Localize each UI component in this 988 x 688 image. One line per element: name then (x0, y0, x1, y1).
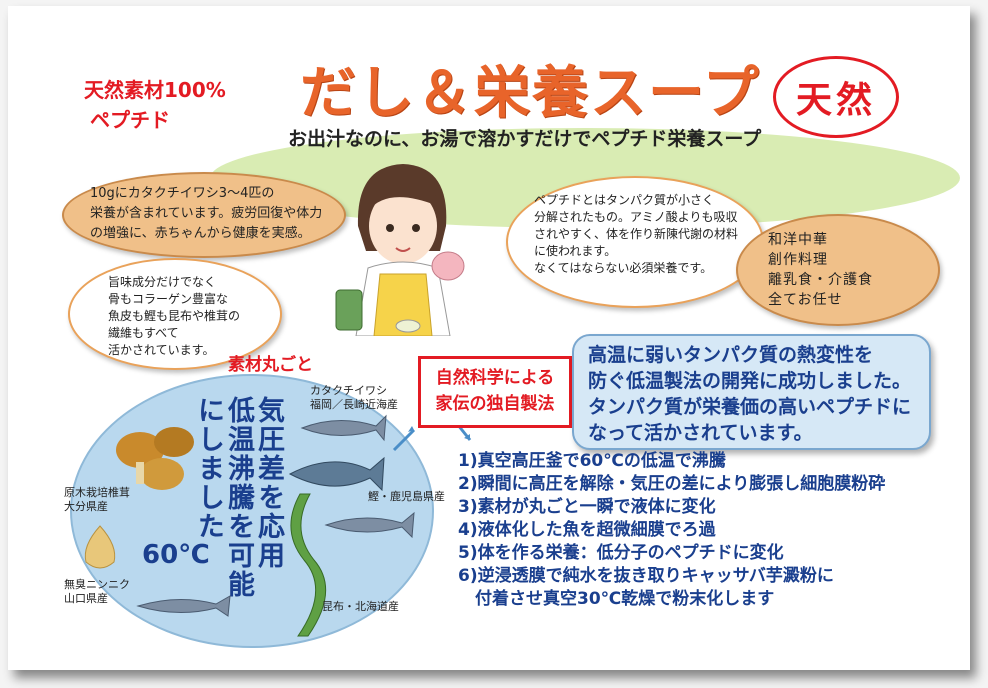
bubble-text-line: なくてはならない必須栄養です。 (534, 261, 713, 275)
page-title: だし＆栄養スープ (300, 61, 761, 126)
protein-box-line: 高温に弱いタンパク質の熱変性を (588, 344, 874, 366)
ingredients-oval (70, 374, 434, 648)
sardine-icon-3 (136, 595, 231, 617)
ingredient-name: 無臭ニンニク (64, 578, 130, 591)
natural-seal-logo: 天然 (773, 56, 899, 138)
sardine-icon (300, 414, 387, 442)
ingredient-origin: 山口県産 (64, 592, 108, 605)
bubble-text-line: 全てお任せ (768, 292, 843, 308)
ingredient-sardine-label: カタクチイワシ 福岡／長崎近海産 (310, 384, 398, 412)
temperature-label: 60℃ (142, 540, 210, 570)
ingredient-garlic-label: 無臭ニンニク 山口県産 (64, 578, 130, 606)
bubble-text-line: 分解されたもの。アミノ酸よりも吸収 (534, 210, 738, 224)
protein-box-line: なって活かされています。 (588, 422, 813, 444)
bubble-text-line: に使われます。 (534, 244, 617, 258)
ingredient-origin: 福岡／長崎近海産 (310, 398, 398, 411)
protein-info-box: 高温に弱いタンパク質の熱変性を 防ぐ低温製法の開発に成功しました。 タンパク質が… (572, 334, 931, 450)
umami-bubble: 旨味成分だけでなく 骨もコラーゲン豊富な 魚皮も鰹も昆布や椎茸の 繊維もすべて … (68, 258, 282, 370)
protein-box-line: タンパク質が栄養価の高いペプチドに (588, 396, 912, 418)
process-step: 3)素材が丸ごと一瞬で液体に変化 (458, 497, 716, 517)
protein-box-line: 防ぐ低温製法の開発に成功しました。 (588, 370, 912, 392)
shiitake-icon (116, 427, 194, 490)
bubble-text-line: 創作料理 (768, 252, 828, 268)
bonito-icon (288, 456, 385, 492)
peptide-tag: ペプチド (90, 108, 170, 132)
bubble-text-line: 栄養が含まれています。疲労回復や体力 (90, 206, 323, 221)
ingredient-name: 原木栽培椎茸 (64, 486, 130, 499)
sardine-icon-2 (324, 511, 415, 539)
process-step: 2)瞬間に高圧を解除・気圧の差により膨張し細胞膜粉砕 (458, 474, 886, 494)
process-step: 付着させ真空30℃乾燥で粉末化します (458, 589, 775, 609)
ingredient-kelp-label: 昆布・北海道産 (322, 600, 399, 613)
process-steps-list: 1)真空高圧釜で60℃の低温で沸騰 2)瞬間に高圧を解除・気圧の差により膨張し細… (458, 450, 885, 611)
kelp-icon (290, 493, 327, 637)
natural-100-tag: 天然素材100% (84, 78, 226, 102)
method-box-line: 家伝の独自製法 (435, 394, 555, 414)
ingredient-shiitake-label: 原木栽培椎茸 大分県産 (64, 486, 130, 514)
method-box-line: 自然科学による (435, 368, 555, 388)
process-step: 4)液体化した魚を超微細膜でろ過 (458, 520, 716, 540)
bubble-text-line: 活かされています。 (108, 343, 215, 357)
method-box: 自然科学による 家伝の独自製法 (418, 356, 572, 428)
bubble-text-line: 和洋中華 (768, 232, 828, 248)
bubble-text-line: 離乳食・介護食 (768, 272, 873, 288)
garlic-icon (84, 525, 116, 569)
bubble-text-line: ペプチドとはタンパク質が小さく (534, 193, 715, 207)
vertical-text-col-2: 低温沸騰を可能 (223, 396, 254, 599)
sardine-nutrition-bubble: 10gにカタクチイワシ3～4匹の 栄養が含まれています。疲労回復や体力 の増強に… (62, 172, 346, 258)
bubble-text-line: 骨もコラーゲン豊富な (108, 292, 229, 306)
ingredient-origin: 大分県産 (64, 500, 108, 513)
process-step: 6)逆浸透膜で純水を抜き取りキャッサバ芋澱粉に (458, 566, 834, 586)
bubble-text-line: 繊維もすべて (108, 326, 179, 340)
bubble-text-line: されやすく、体を作り新陳代謝の材料 (534, 227, 739, 241)
ingredient-name: カタクチイワシ (310, 384, 387, 397)
ingredient-bonito-label: 鰹・鹿児島県産 (368, 490, 445, 503)
page-subtitle: お出汁なのに、お湯で溶かすだけでペプチド栄養スープ (288, 128, 762, 150)
cuisine-bubble: 和洋中華 創作料理 離乳食・介護食 全てお任せ (736, 214, 940, 326)
process-step: 1)真空高圧釜で60℃の低温で沸騰 (458, 451, 726, 471)
bubble-text-line: の増強に、赤ちゃんから健康を実感。 (90, 226, 311, 241)
bubble-text-line: 10gにカタクチイワシ3～4匹の (90, 186, 275, 201)
whole-ingredients-label: 素材丸ごと (228, 355, 313, 375)
process-step: 5)体を作る栄養：低分子のペプチドに変化 (458, 543, 784, 563)
bubble-text-line: 魚皮も鰹も昆布や椎茸の (108, 309, 241, 323)
girl-illustration (335, 164, 465, 336)
vertical-text-col-1: 気圧差を応用 (253, 396, 284, 570)
vertical-text-col-3: にしました (193, 396, 224, 541)
peptide-definition-bubble: ペプチドとはタンパク質が小さく 分解されたもの。アミノ酸よりも吸収 されやすく、… (506, 176, 764, 308)
bubble-text-line: 旨味成分だけでなく (108, 275, 217, 289)
